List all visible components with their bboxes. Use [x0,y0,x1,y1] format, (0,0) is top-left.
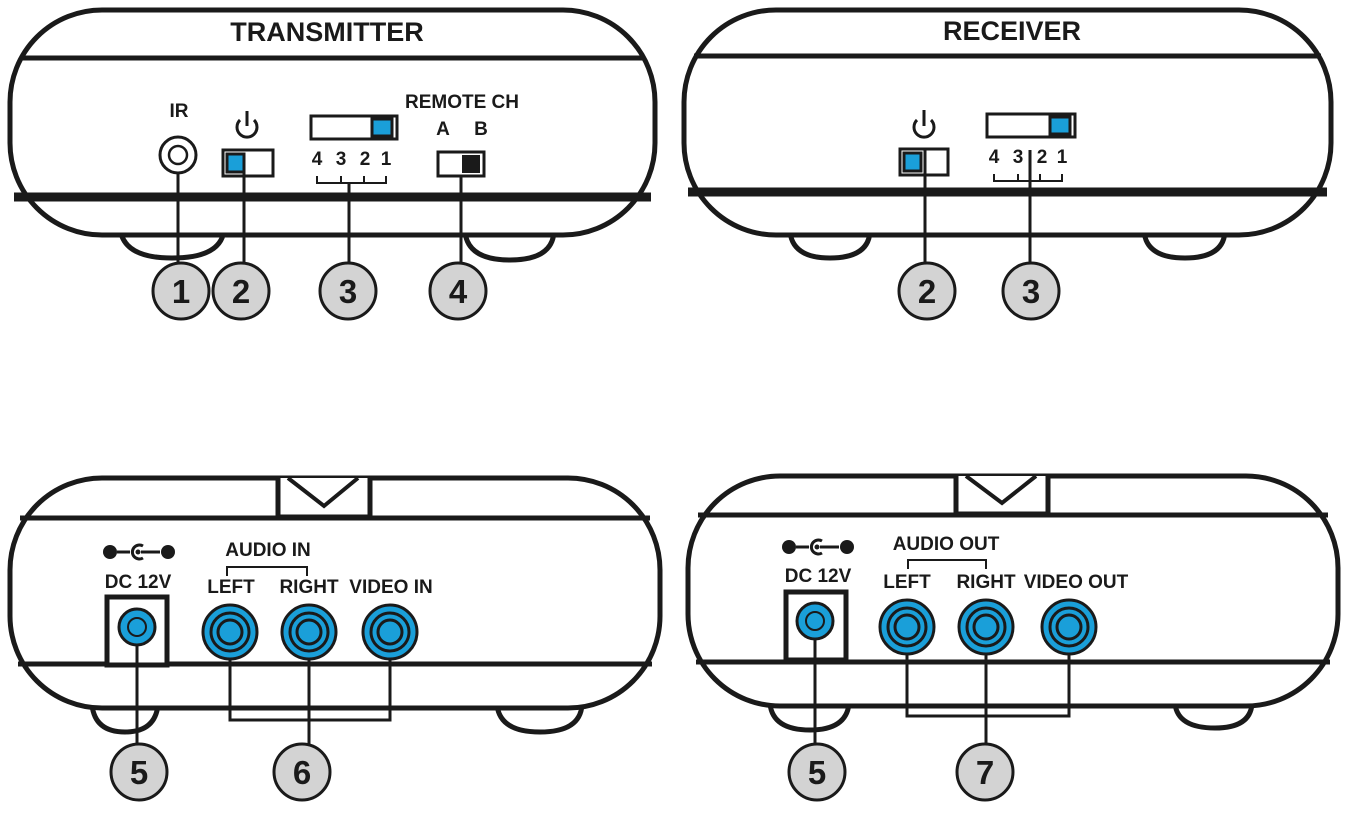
ir-jack-inner [167,144,189,166]
rca-jack-left[interactable] [878,598,936,656]
audio-out-label: AUDIO OUT [893,534,1000,555]
remote-b-label: B [474,119,488,140]
remote-a-label: A [436,119,450,140]
callout-number: 1 [172,273,190,310]
channel-number: 1 [381,149,392,170]
receiver-front-panel: RECEIVER 4 3 2 1 2 3 [681,7,1334,321]
callout-number: 5 [808,754,826,791]
callout-number: 3 [1022,273,1040,310]
channel-bracket [993,174,1063,182]
rca-jack-right[interactable] [280,603,338,661]
foot [89,704,161,735]
receiver-foot-right [1141,231,1228,261]
callout-circle [897,261,957,321]
callout-number: 6 [293,754,311,791]
rca-jack-video[interactable] [1040,598,1098,656]
callout-circle [1001,261,1061,321]
channel-number: 2 [1037,147,1048,168]
transmitter-title: TRANSMITTER [230,17,423,47]
rca-jack-video[interactable] [361,603,419,661]
channel-number: 3 [1013,147,1024,168]
rca-jack-left[interactable] [201,603,259,661]
left-label: LEFT [883,572,931,593]
power-switch-knob [225,152,246,174]
video-out-label: VIDEO OUT [1024,572,1129,593]
dc-polarity-icon [103,543,175,561]
callout-circle [318,261,378,321]
channel-switch-knob [1048,115,1072,136]
audio-in-label: AUDIO IN [225,540,311,561]
channel-number: 2 [360,149,371,170]
transmitter-foot-left [117,227,227,261]
right-label: RIGHT [279,577,339,598]
ir-label: IR [170,101,189,122]
callout-circle [428,261,488,321]
dc-jack-pin [805,611,825,631]
transmitter-back-panel: DC 12V AUDIO IN LEFT RIGHT VIDEO IN 5 6 [7,475,663,802]
left-label: LEFT [207,577,255,598]
audio-bracket [226,566,308,576]
channel-number: 3 [336,149,347,170]
channel-number: 1 [1057,147,1068,168]
dc-polarity-icon [782,538,854,556]
right-label: RIGHT [956,572,1016,593]
callout-number: 2 [232,273,250,310]
callout-circle [272,742,332,802]
audio-bracket [907,559,987,569]
receiver-back-panel: DC 12V AUDIO OUT LEFT RIGHT VIDEO OUT 5 [685,473,1341,802]
dc-label: DC 12V [785,566,852,587]
vent-chevron [286,476,360,509]
foot [767,703,852,733]
power-icon [235,111,259,139]
callout-circle [787,742,847,802]
dc-label: DC 12V [105,572,172,593]
power-switch-knob [902,151,923,173]
channel-switch-knob [370,117,394,138]
foot [494,704,585,735]
remote-ch-switch-knob [462,155,480,173]
transmitter-foot-right [462,231,557,263]
power-icon [912,110,936,139]
callout-number: 4 [449,273,468,310]
receiver-title: RECEIVER [943,16,1081,46]
transmitter-front-panel: TRANSMITTER IR 4 3 2 1 REMOTE CH A B 1 2 [7,7,658,321]
dc-jack-pin [127,617,147,637]
vent-chevron [964,474,1038,506]
foot [1172,703,1255,731]
video-in-label: VIDEO IN [349,577,432,598]
callout-circle [109,742,169,802]
leader-bracket [905,654,1071,744]
callout-number: 7 [976,754,994,791]
callout-circle [211,261,271,321]
leader-bracket [228,659,392,744]
receiver-foot-left [787,231,873,261]
channel-bracket [316,176,387,184]
rca-jack-right[interactable] [957,598,1015,656]
remote-ch-label: REMOTE CH [405,92,519,113]
callout-number: 3 [339,273,357,310]
callout-number: 2 [918,273,936,310]
channel-number: 4 [312,149,323,170]
callout-circle [151,261,211,321]
channel-number: 4 [989,147,1000,168]
callout-circle [955,742,1015,802]
callout-number: 5 [130,754,148,791]
